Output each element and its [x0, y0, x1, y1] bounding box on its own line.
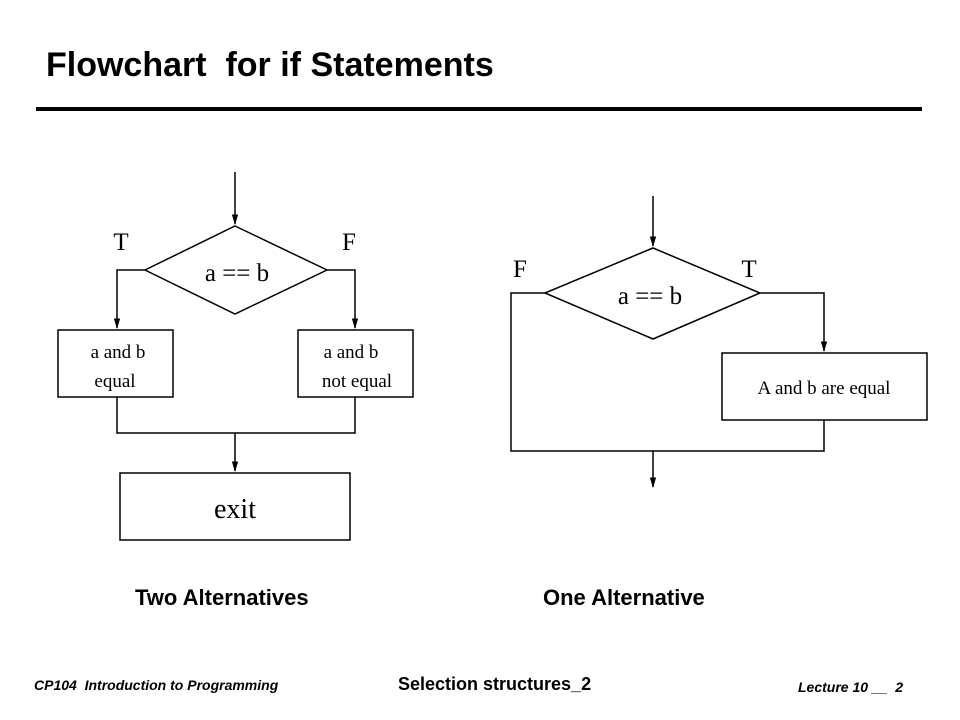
one-condition-label: a == b [618, 283, 682, 310]
two-false-box-line2: not equal [322, 371, 392, 392]
decision-diamond-one [543, 247, 762, 340]
title-underline [36, 107, 922, 111]
one-true-box-label: A and b are equal [758, 378, 891, 399]
two-true-mark: T [113, 229, 128, 256]
one-alternative-flowchart [510, 196, 928, 489]
caption-two-alternatives: Two Alternatives [135, 585, 309, 610]
footer-topic: Selection structures_2 [398, 674, 592, 694]
merge-line-two [116, 397, 356, 434]
true-branch-line-two [113, 269, 145, 330]
two-false-box-line1: a and b [324, 342, 379, 363]
two-condition-label: a == b [205, 260, 269, 287]
footer-lecture: Lecture 10 __ 2 [798, 679, 904, 695]
footer-course: CP104 Introduction to Programming [34, 677, 279, 693]
true-action-box-one [721, 352, 928, 421]
two-false-mark: F [342, 229, 356, 256]
decision-diamond-two [143, 225, 329, 315]
true-action-box-two [57, 329, 174, 398]
two-true-box-line2: equal [94, 371, 135, 392]
one-true-mark: T [741, 256, 756, 283]
two-alternatives-flowchart [57, 172, 414, 541]
two-true-box-line1: a and b [91, 342, 146, 363]
true-branch-line-one [760, 292, 828, 353]
caption-one-alternative: One Alternative [543, 585, 705, 610]
slide-title: Flowchart for if Statements [46, 46, 494, 84]
exit-box [119, 472, 351, 541]
exit-label: exit [214, 494, 256, 525]
one-false-mark: F [513, 256, 527, 283]
false-branch-line-one [510, 292, 653, 452]
false-branch-line-two [327, 269, 359, 330]
merge-line-one [653, 420, 825, 452]
